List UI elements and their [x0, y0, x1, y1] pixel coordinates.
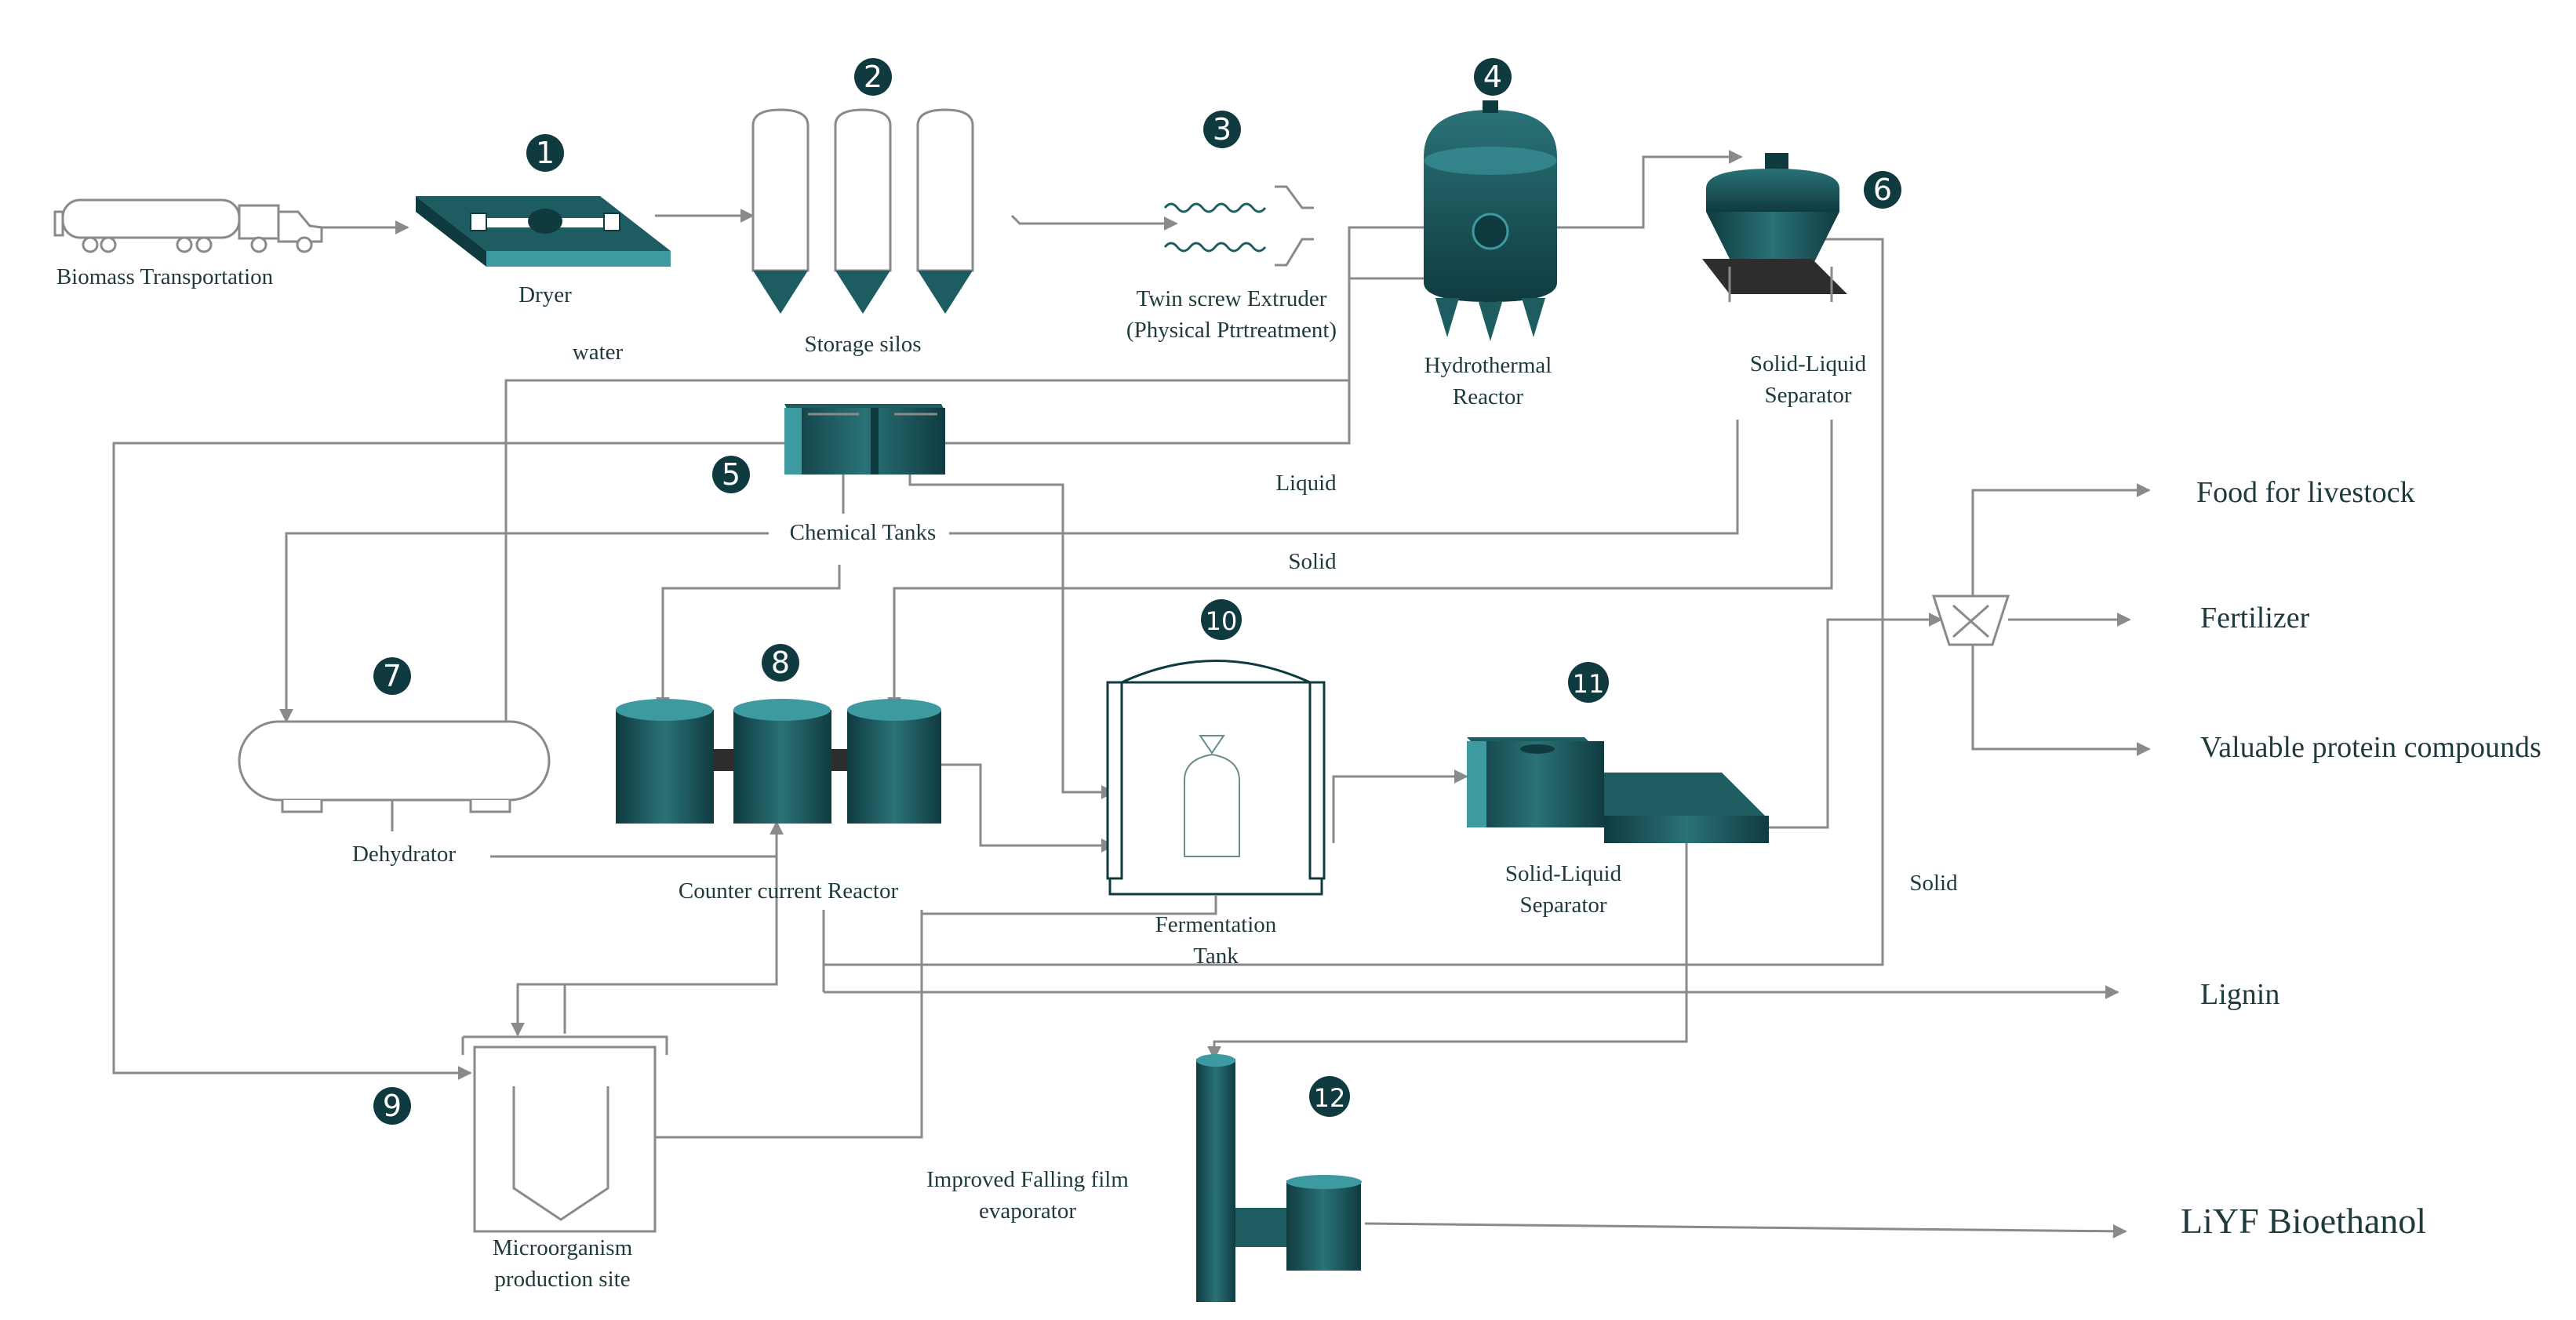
hydrothermal-label-line2: Reactor	[1453, 384, 1524, 409]
silos-label: Storage silos	[804, 332, 921, 357]
splitter-icon	[1931, 595, 2010, 646]
extruder-label-line1: Twin screw Extruder	[1137, 286, 1327, 311]
separator11-label-line1: Solid-Liquid	[1505, 861, 1622, 886]
badge-5: 5	[712, 456, 750, 493]
falling-film-evaporator	[1196, 1054, 1362, 1302]
svg-text:10: 10	[1206, 606, 1238, 636]
number-badges: 1 2 3 4 5 6 7 8 9 10 11 12	[373, 58, 1901, 1125]
badge-1: 1	[526, 134, 564, 172]
badge-10: 10	[1201, 599, 1242, 640]
svg-text:8: 8	[771, 645, 790, 680]
svg-text:4: 4	[1483, 60, 1502, 94]
truck-label: Biomass Transportation	[56, 264, 274, 289]
solid-liquid-separator-6	[1702, 153, 1847, 302]
product-protein: Valuable protein compounds	[2200, 731, 2541, 764]
storage-silos	[751, 108, 974, 314]
svg-text:7: 7	[383, 659, 402, 693]
separator6-label-line2: Separator	[1764, 383, 1851, 408]
microorganism-label-line2: production site	[494, 1267, 630, 1292]
chemical-tanks-label: Chemical Tanks	[790, 520, 937, 545]
product-bioethanol: LiYF Bioethanol	[2181, 1201, 2426, 1241]
svg-text:11: 11	[1573, 669, 1605, 699]
solid-liquid-separator-11	[1467, 737, 1769, 843]
evaporator-label-line1: Improved Falling film	[926, 1167, 1129, 1192]
badge-8: 8	[762, 644, 799, 682]
svg-text:6: 6	[1873, 173, 1892, 207]
badge-12: 12	[1309, 1076, 1350, 1117]
hydrothermal-reactor	[1424, 100, 1557, 341]
dryer-equipment	[416, 196, 671, 267]
twin-screw-extruder	[1163, 185, 1314, 267]
dehydrator	[238, 720, 551, 831]
hydrothermal-label-line1: Hydrothermal	[1424, 353, 1552, 378]
water-label: water	[573, 340, 624, 365]
chemical-tanks	[784, 404, 945, 475]
liquid-label: Liquid	[1275, 471, 1337, 496]
fermentation-tank	[1106, 660, 1326, 896]
fermentation-label-line1: Fermentation	[1155, 912, 1277, 937]
flow-lines	[112, 150, 2151, 1238]
solid-label-lower: Solid	[1909, 871, 1958, 896]
product-fertilizer: Fertilizer	[2200, 602, 2310, 635]
product-labels: Food for livestock Fertilizer Valuable p…	[2181, 476, 2541, 1241]
tanker-truck-icon	[53, 198, 323, 253]
extruder-label-line2: (Physical Ptrtreatment)	[1126, 318, 1337, 343]
counter-current-label: Counter current Reactor	[679, 878, 899, 904]
dehydrator-label: Dehydrator	[352, 842, 456, 867]
fermentation-label-line2: Tank	[1193, 944, 1239, 969]
dryer-label: Dryer	[518, 282, 572, 307]
svg-text:2: 2	[864, 60, 882, 94]
separator6-label-line1: Solid-Liquid	[1750, 351, 1867, 376]
badge-7: 7	[373, 657, 411, 695]
product-food: Food for livestock	[2196, 476, 2415, 509]
svg-text:1: 1	[536, 136, 555, 170]
badge-2: 2	[854, 58, 892, 96]
microorganism-production-site	[461, 1035, 668, 1233]
badge-3: 3	[1203, 111, 1241, 148]
flow-labels: water Liquid Solid Solid	[573, 340, 1958, 896]
separator11-label-line2: Separator	[1519, 893, 1606, 918]
svg-text:9: 9	[383, 1089, 402, 1123]
product-lignin: Lignin	[2200, 978, 2279, 1011]
svg-text:12: 12	[1314, 1083, 1346, 1113]
badge-6: 6	[1864, 171, 1901, 209]
badge-11: 11	[1568, 662, 1609, 703]
equipment-labels: Biomass Transportation Dryer Storage sil…	[56, 264, 1867, 1292]
svg-text:5: 5	[722, 457, 740, 492]
solid-label-upper: Solid	[1288, 549, 1337, 574]
badge-9: 9	[373, 1087, 411, 1125]
svg-text:3: 3	[1213, 112, 1232, 147]
evaporator-label-line2: evaporator	[979, 1198, 1076, 1224]
badge-4: 4	[1474, 58, 1512, 96]
microorganism-label-line1: Microorganism	[493, 1235, 633, 1260]
counter-current-reactor	[616, 699, 941, 824]
